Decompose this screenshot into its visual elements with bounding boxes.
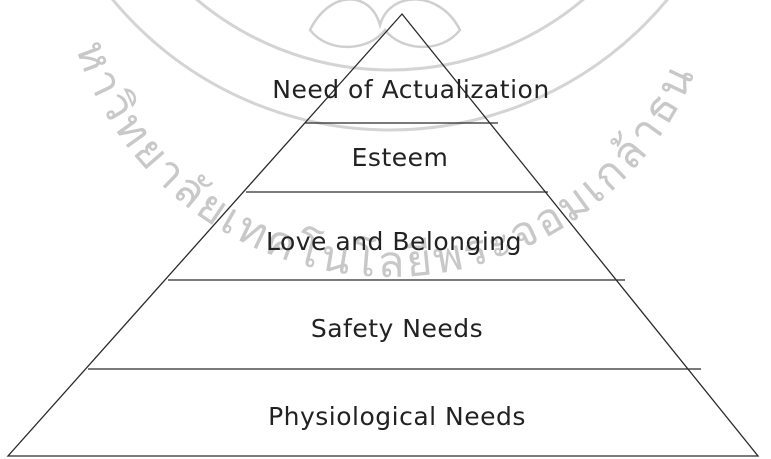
- level-label-actualization: Need of Actualization: [272, 75, 549, 104]
- pyramid-outline: [6, 12, 760, 457]
- watermark-outer-ring: [111, 0, 669, 132]
- pyramid-labels: Need of Actualization Esteem Love and Be…: [266, 75, 549, 431]
- watermark-inner-ring: [195, 0, 585, 72]
- level-label-esteem: Esteem: [352, 143, 449, 172]
- level-label-safety: Safety Needs: [311, 314, 483, 343]
- watermark-emblem-icon: [308, 0, 462, 49]
- level-label-physiological: Physiological Needs: [268, 402, 526, 431]
- level-label-love-belonging: Love and Belonging: [266, 227, 522, 256]
- pyramid-shape: [6, 12, 760, 457]
